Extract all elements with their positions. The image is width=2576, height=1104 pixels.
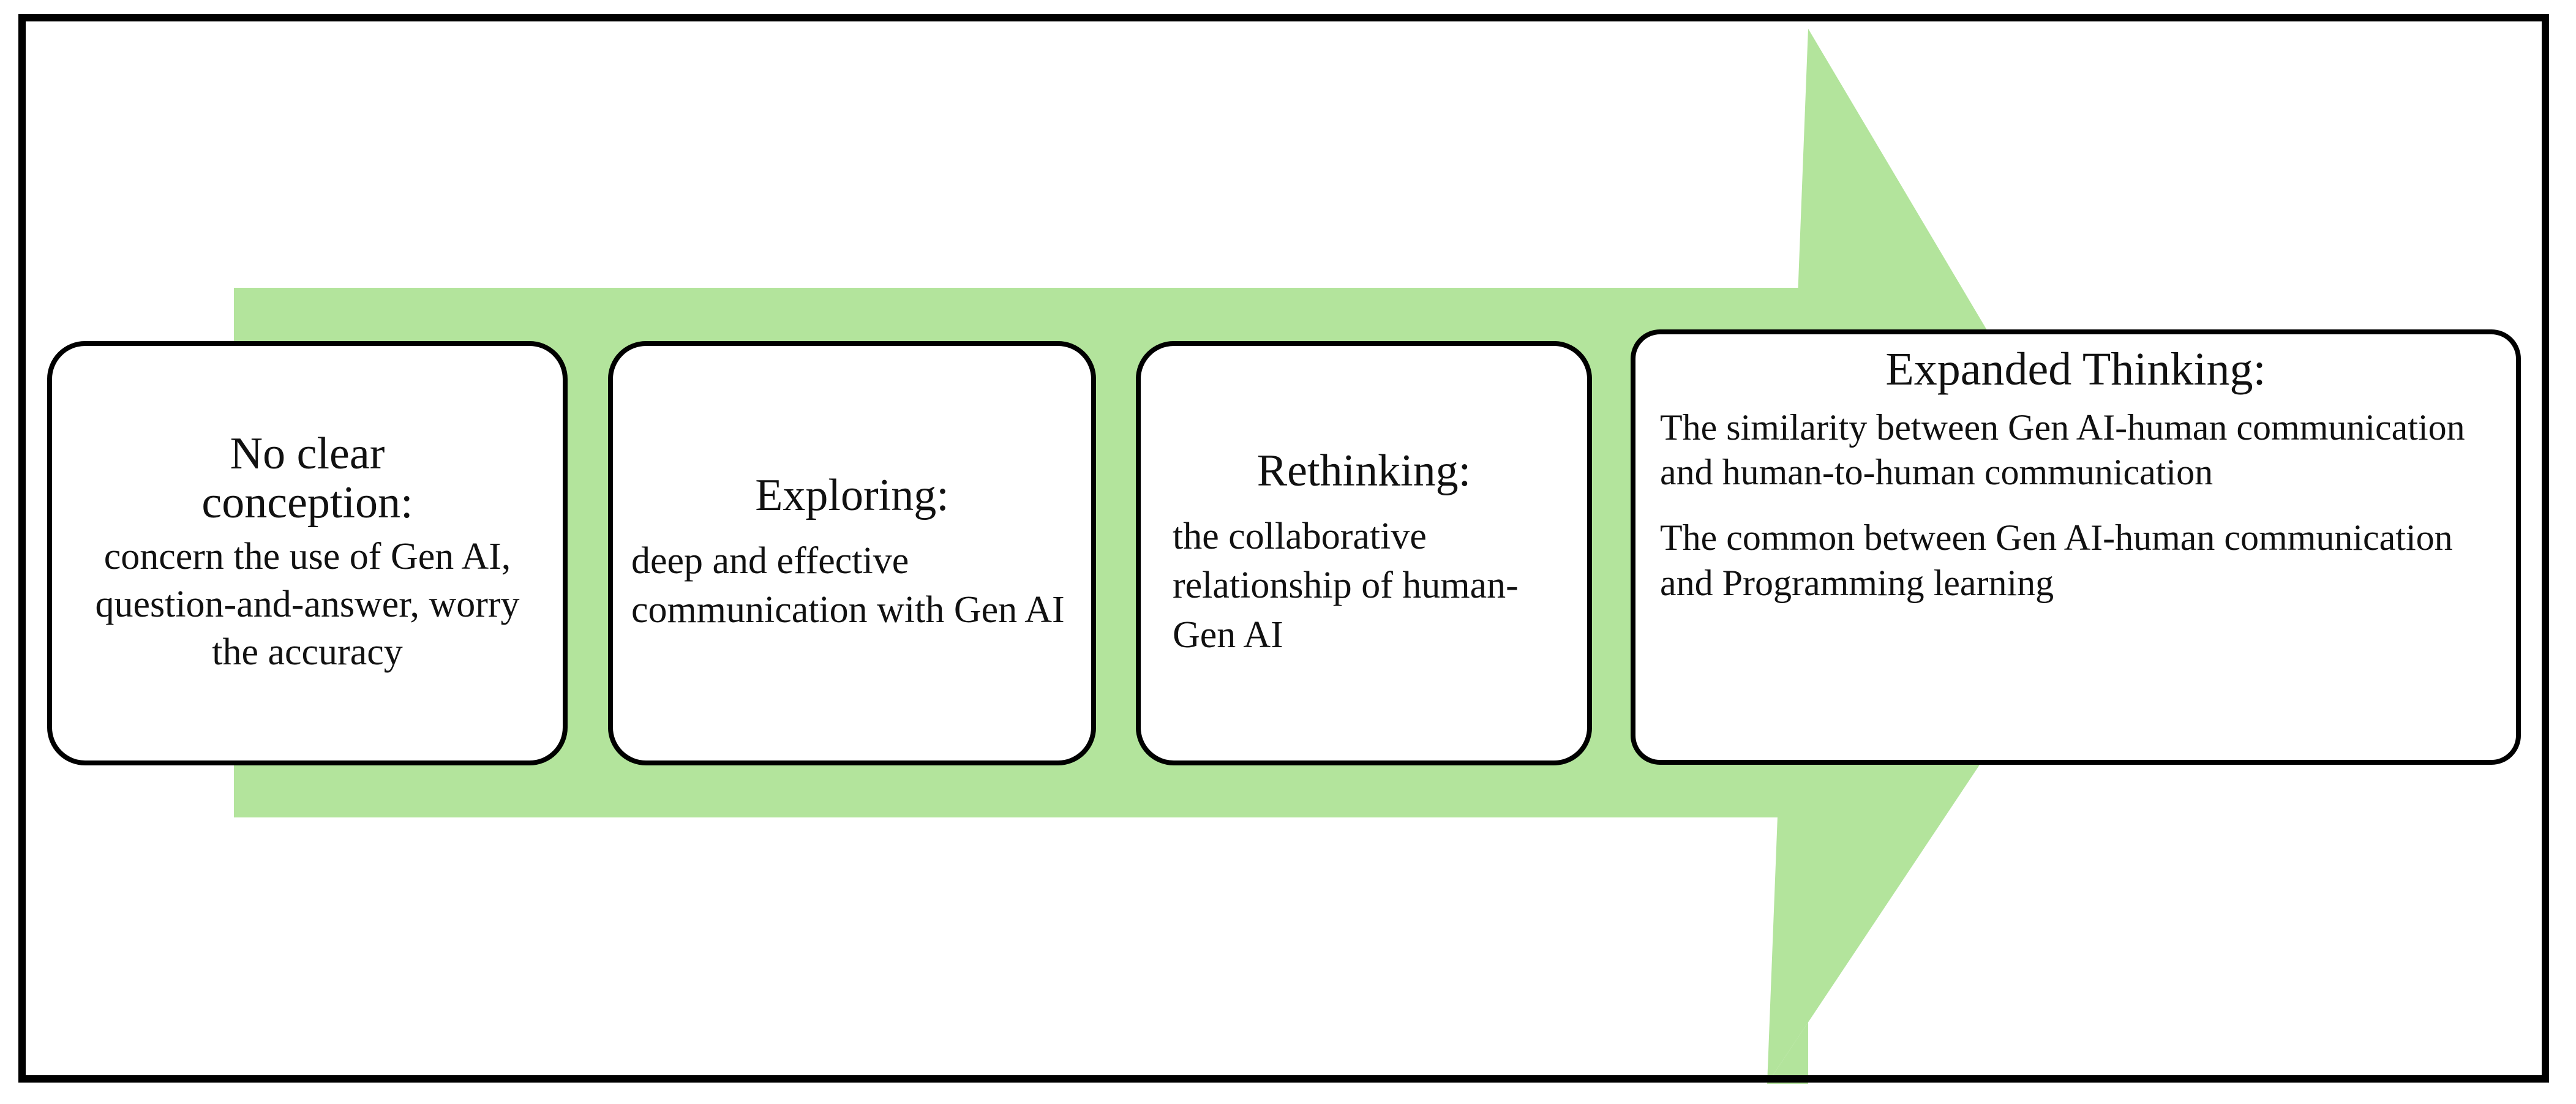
stage-box-rethinking[interactable]: Rethinking: the collaborative relationsh… [1136,341,1592,765]
stage-heading: Rethinking: [1256,445,1471,496]
stage-body: deep and effective communication with Ge… [631,539,1065,631]
stage-heading: Expanded Thinking: [1885,344,2266,395]
stage-body: concern the use of Gen AI, question-and-… [95,536,520,674]
figure-border [18,14,2549,1083]
stage-body-first: The similarity between Gen AI-human comm… [1660,407,2465,493]
stage-body: the collaborative relationship of human-… [1173,515,1519,656]
stage-box-no-clear-conception[interactable]: No clear conception: concern the use of … [47,341,568,765]
stage-box-exploring[interactable]: Exploring: deep and effective communicat… [608,341,1096,765]
stage-body-second: The common between Gen AI-human communic… [1660,517,2453,603]
stage-heading: No clear conception: [201,429,413,528]
stage-box-expanded-thinking[interactable]: Expanded Thinking: The similarity betwee… [1631,329,2521,765]
stage-heading: Exploring: [755,470,949,520]
